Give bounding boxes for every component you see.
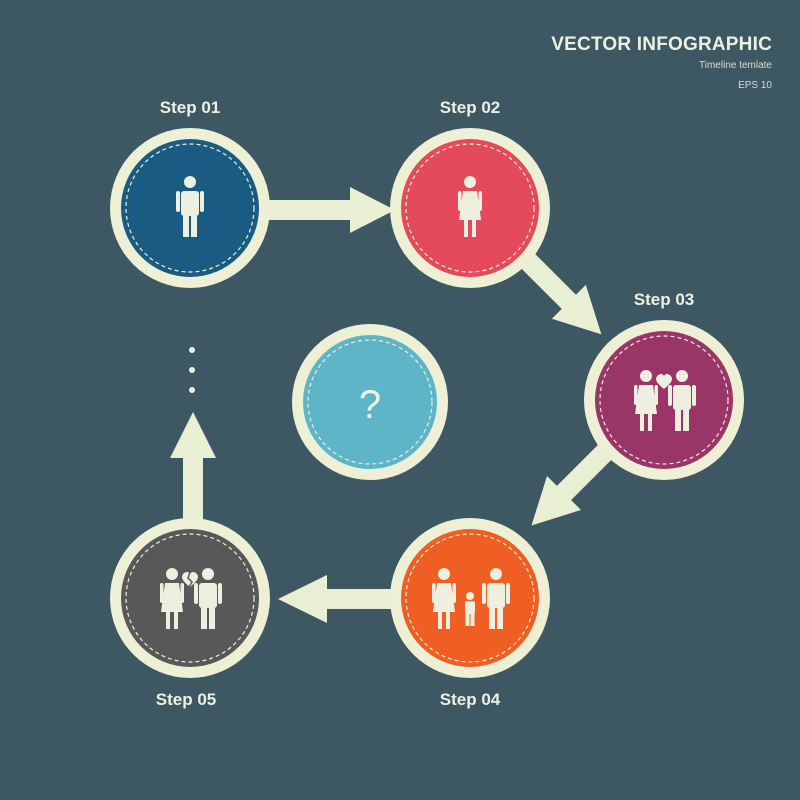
arrow-step05-up [170, 412, 216, 530]
step-04-circle [390, 518, 550, 678]
eps-label: EPS 10 [738, 80, 772, 91]
question-mark-icon: ? [359, 383, 381, 427]
step-02-circle [390, 128, 550, 288]
ellipsis-vertical-icon [189, 347, 195, 393]
step-02-label: Step 02 [439, 98, 501, 117]
arrow-step03-to-step04 [531, 444, 613, 526]
arrow-step01-to-step02 [266, 187, 395, 233]
step-05-circle [110, 518, 270, 678]
center-question-circle: ? [292, 324, 448, 480]
step-01-circle [110, 128, 270, 288]
step-01-label: Step 01 [159, 98, 221, 117]
arrow-step02-to-step03 [517, 250, 602, 335]
step-03-circle [584, 320, 744, 480]
step-03-label: Step 03 [633, 290, 695, 309]
step-04-label: Step 04 [439, 690, 501, 709]
broken-heart-couple-icon [160, 568, 222, 629]
step-05-label: Step 05 [155, 690, 217, 709]
infographic-title: VECTOR INFOGRAPHIC [551, 34, 772, 55]
infographic-subtitle: Timeline temlate [699, 60, 772, 71]
arrow-step04-to-step05 [278, 575, 400, 623]
